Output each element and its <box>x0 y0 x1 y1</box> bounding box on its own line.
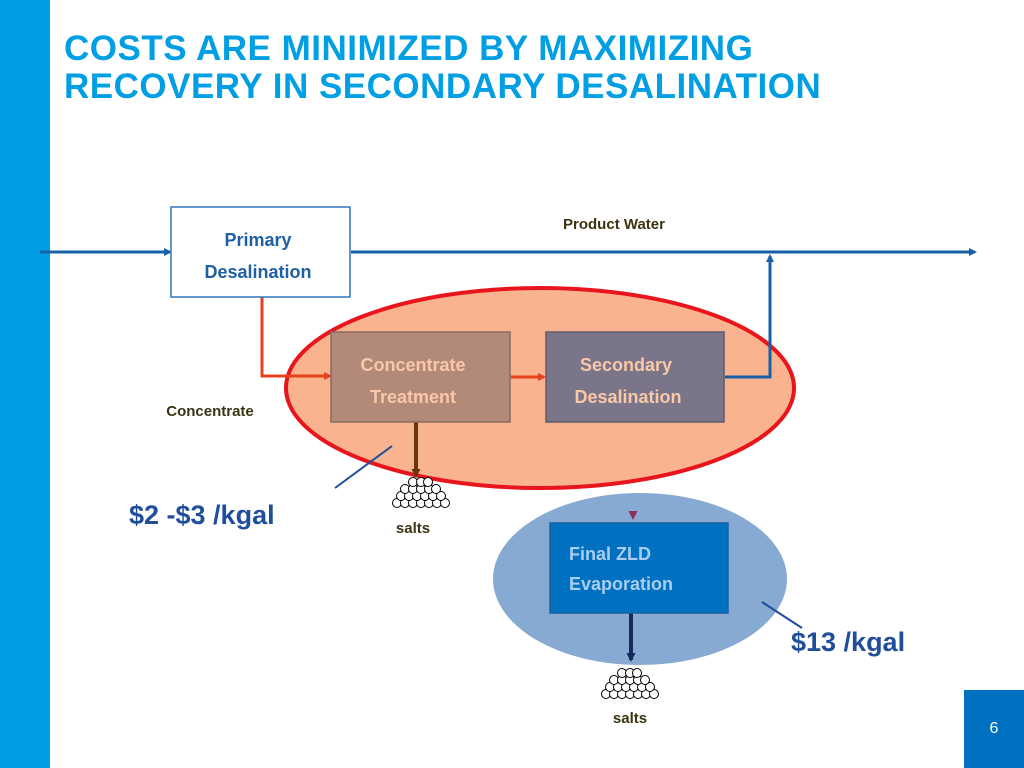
secondary-product-arrow <box>725 254 774 379</box>
left-accent-bar <box>0 0 50 768</box>
salts-label-2: salts <box>613 710 647 727</box>
zld-cost-label: $13 /kgal <box>791 627 905 657</box>
page-number: 6 <box>964 690 1024 768</box>
concentrate-arrow <box>260 297 332 380</box>
primary-box-line2: Desalination <box>204 262 311 282</box>
zld-cost-leader <box>761 601 803 629</box>
secondary-cost-leader <box>334 445 393 489</box>
secondary-box-line1: Secondary <box>580 355 672 375</box>
primary-desalination-box: Primary Desalination <box>170 206 351 298</box>
page-number-text: 6 <box>989 720 999 737</box>
salts-pile-icon <box>601 668 659 699</box>
title-line-1: COSTS ARE MINIMIZED BY MAXIMIZING <box>64 29 754 68</box>
secondary-box-line2: Desalination <box>574 387 681 407</box>
salts-label-1: salts <box>396 520 430 537</box>
zld-box-line2: Evaporation <box>569 574 673 594</box>
concentrate-box-line1: Concentrate <box>360 355 465 375</box>
secondary-desalination-box: Secondary Desalination <box>545 331 725 423</box>
concentrate-box-line2: Treatment <box>370 387 456 407</box>
concentrate-label: Concentrate <box>166 403 254 420</box>
secondary-cost-label: $2 -$3 /kgal <box>129 500 275 530</box>
product-water-label: Product Water <box>563 216 665 233</box>
zld-box-line1: Final ZLD <box>569 544 651 564</box>
final-zld-box: Final ZLD Evaporation <box>549 522 729 614</box>
primary-box-line1: Primary <box>224 230 291 250</box>
concentrate-treatment-box: Concentrate Treatment <box>330 331 511 423</box>
salts-pile-icon <box>392 477 450 508</box>
slide-title: COSTS ARE MINIMIZED BY MAXIMIZING RECOVE… <box>64 30 821 106</box>
title-line-2: RECOVERY IN SECONDARY DESALINATION <box>64 67 822 106</box>
